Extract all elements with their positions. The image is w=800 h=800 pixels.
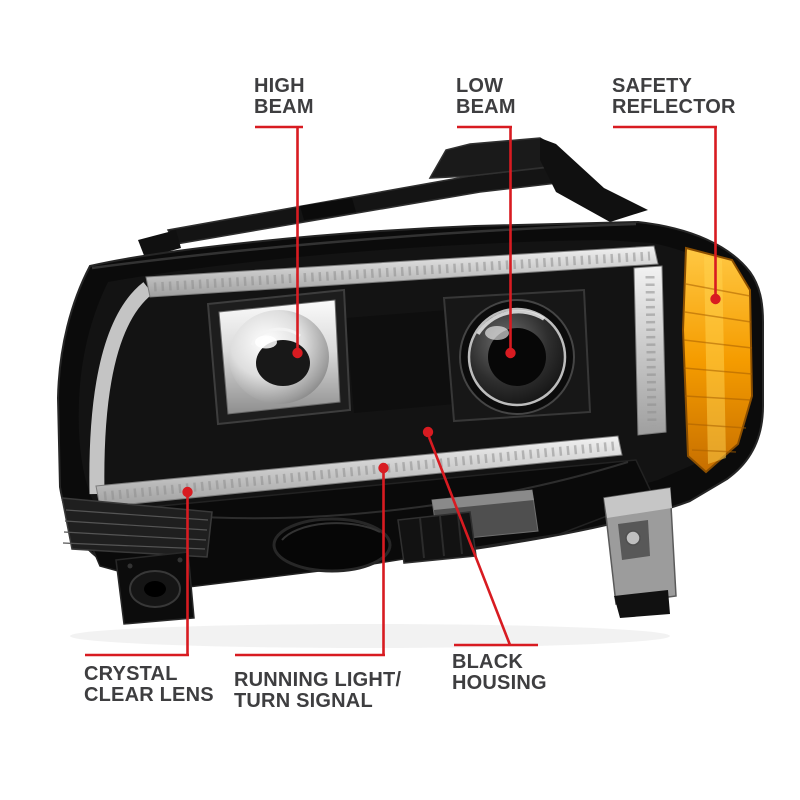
callout-label-text: BEAM [254, 96, 314, 118]
callout-label-text: RUNNING LIGHT/ [234, 669, 402, 691]
callout-line-high-beam [255, 125, 303, 349]
callout-line-black-housing [427, 436, 538, 647]
callout-label-text: CLEAR LENS [84, 684, 214, 706]
ground-shadow [70, 624, 670, 648]
callout-label-black-housing: BLACK HOUSING [452, 652, 547, 694]
callout-label-text: CRYSTAL [84, 663, 178, 685]
callout-line-low-beam [457, 125, 512, 349]
callout-dot-running-light [378, 462, 389, 474]
left-mounting-foot [115, 551, 195, 625]
callout-line-running-light [235, 472, 385, 657]
callout-label-text: TURN SIGNAL [234, 690, 373, 712]
callout-label-running-light-turn-signal: RUNNING LIGHT/ TURN SIGNAL [234, 670, 401, 712]
lower-housing [61, 459, 677, 625]
running-light-bar [89, 245, 667, 508]
callout-label-safety-reflector: SAFETY REFLECTOR [612, 76, 736, 118]
callout-dot-black-housing [422, 426, 434, 438]
callout-label-text: BEAM [456, 96, 516, 118]
callout-line-safety-reflector [613, 125, 717, 295]
wiring-connector [397, 511, 477, 564]
callout-label-text: BLACK [452, 651, 523, 673]
callout-label-text: HOUSING [452, 672, 547, 694]
center-bezel [346, 310, 454, 413]
callout-label-text: HIGH [254, 75, 305, 97]
callout-label-crystal-clear-lens: CRYSTAL CLEAR LENS [84, 664, 214, 706]
callout-dot-high-beam [292, 347, 303, 359]
callout-dot-safety-reflector [710, 293, 721, 305]
crystal-clear-lens-corner [61, 497, 213, 558]
low-beam-projector [442, 288, 592, 423]
right-mounting-bracket [603, 487, 677, 618]
callout-label-text: REFLECTOR [612, 96, 736, 118]
callout-dot-low-beam [505, 347, 516, 359]
callout-label-text: LOW [456, 75, 504, 97]
top-mounting-bracket [138, 137, 648, 258]
safety-reflector [681, 246, 754, 474]
high-beam-projector [206, 288, 352, 426]
callout-dot-crystal-clear-lens [182, 486, 193, 498]
callout-label-low-beam: LOW BEAM [456, 76, 516, 118]
callout-line-crystal-clear-lens [85, 496, 189, 657]
callout-label-high-beam: HIGH BEAM [254, 76, 314, 118]
callout-label-text: SAFETY [612, 75, 693, 97]
